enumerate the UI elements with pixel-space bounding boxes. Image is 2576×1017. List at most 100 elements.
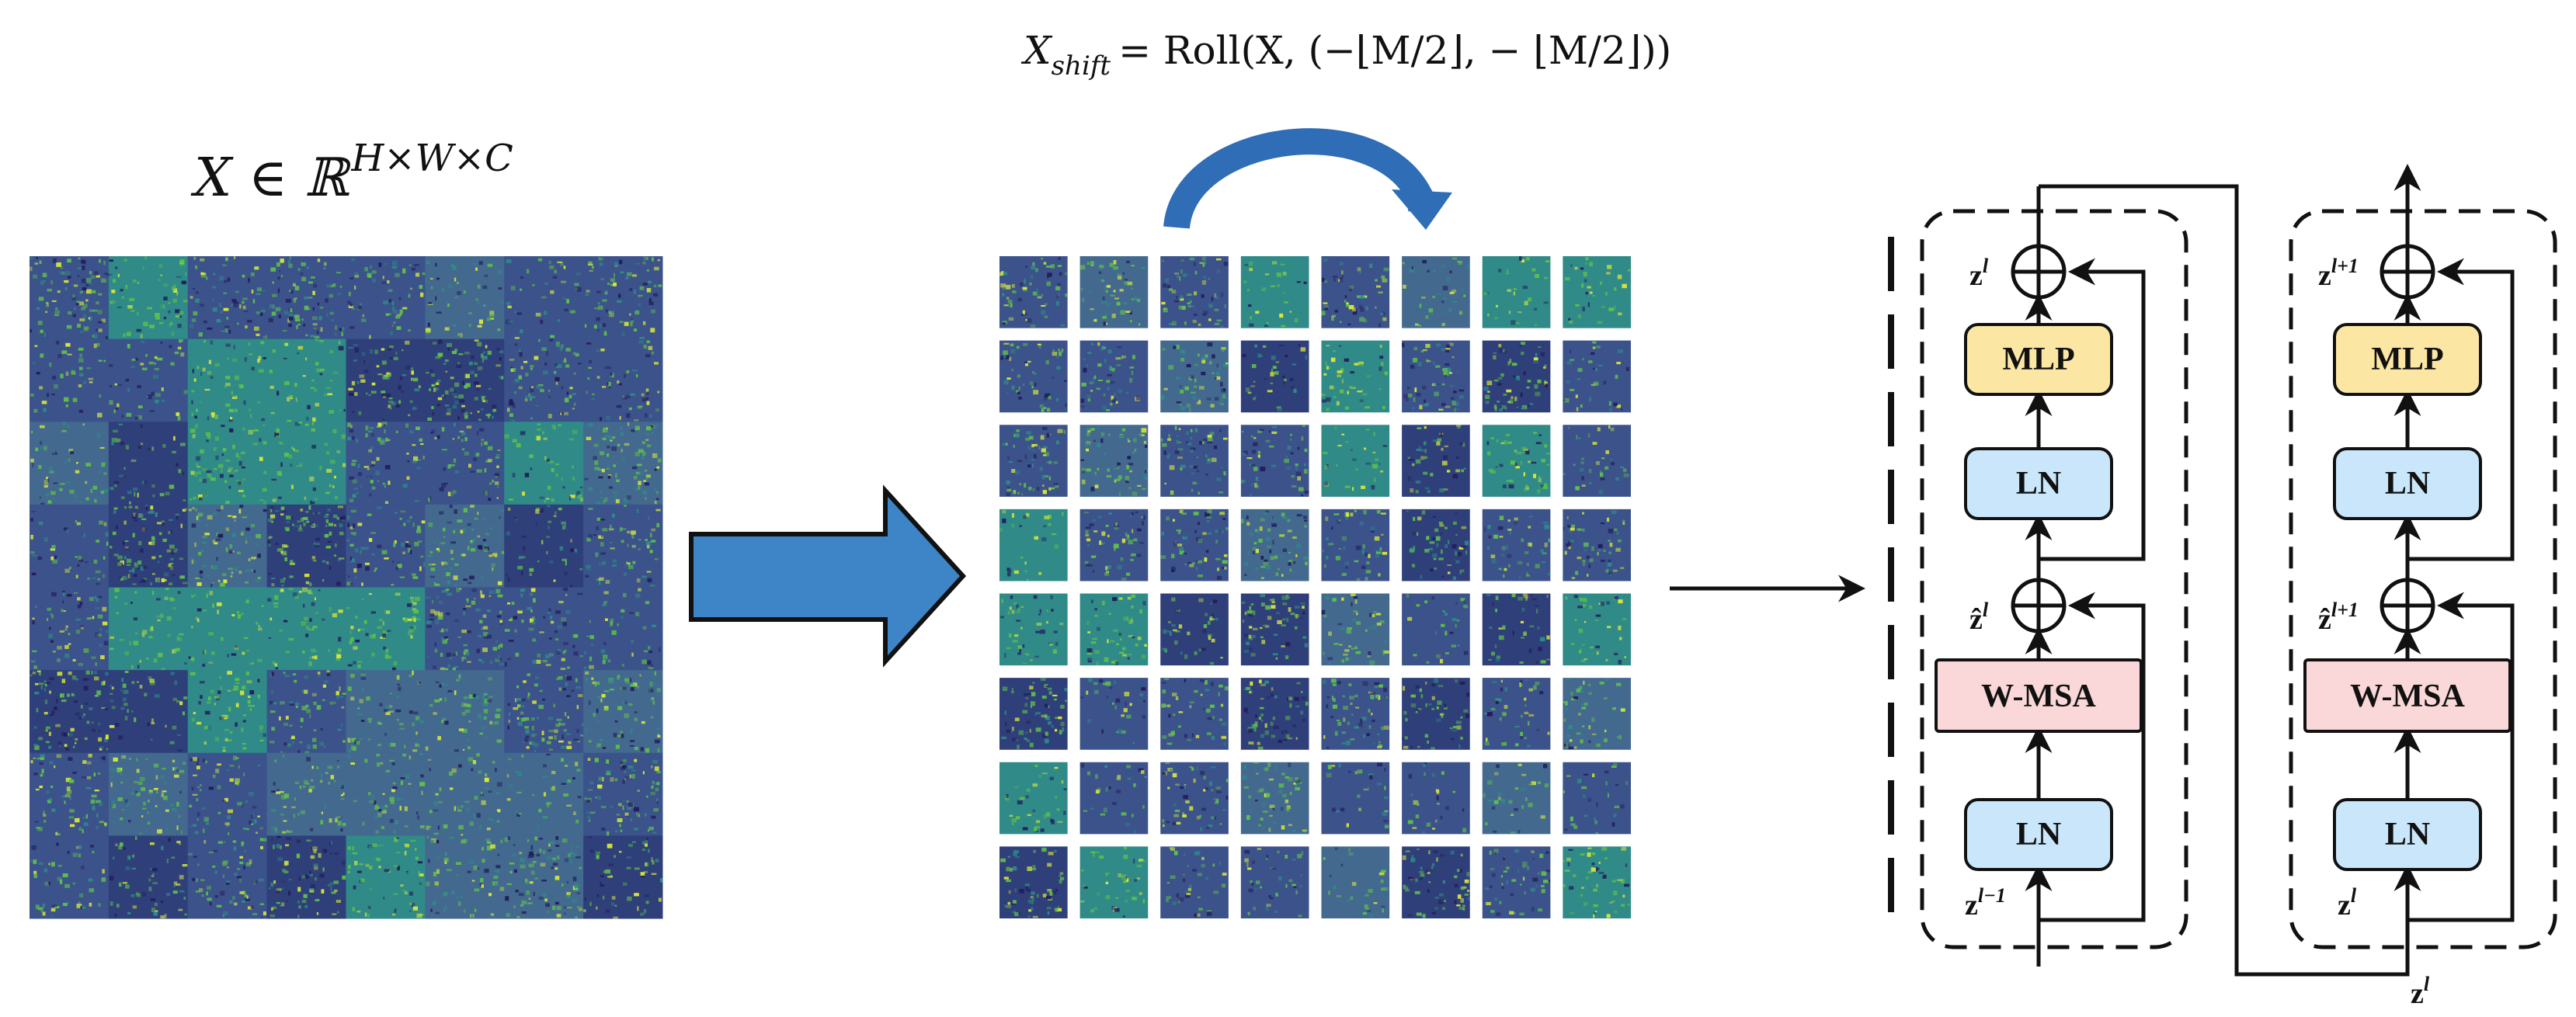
add-circle-icon bbox=[2011, 578, 2067, 633]
feature-patch bbox=[1321, 678, 1390, 750]
feature-patch bbox=[504, 587, 584, 671]
feature-patch bbox=[583, 835, 663, 919]
ln-top-label: LN bbox=[2385, 466, 2430, 502]
feature-patch bbox=[187, 338, 268, 422]
feature-patch bbox=[425, 256, 505, 340]
roll-arrow-icon bbox=[1163, 128, 1452, 230]
mlp-label: MLP bbox=[2371, 342, 2443, 377]
feature-patch bbox=[346, 752, 426, 836]
feature-patch bbox=[583, 587, 663, 671]
feature-patch bbox=[1160, 425, 1229, 497]
ln-bottom-box bbox=[2333, 798, 2482, 871]
formula-lhs: X bbox=[1020, 28, 1053, 73]
feature-label-var: X ∈ ℝ bbox=[190, 148, 352, 209]
feature-label: X ∈ ℝH×W×C bbox=[190, 137, 513, 209]
input-feature-map bbox=[30, 256, 663, 919]
shifted-window-feature-map bbox=[999, 256, 1631, 918]
big-right-arrow bbox=[689, 484, 967, 668]
add-circle-icon bbox=[2380, 578, 2435, 633]
feature-patch bbox=[1482, 762, 1551, 835]
feature-patch bbox=[1240, 340, 1309, 413]
feature-patch bbox=[504, 422, 584, 505]
feature-patch bbox=[1402, 762, 1470, 835]
feature-patch bbox=[108, 835, 189, 919]
feature-patch bbox=[108, 504, 189, 588]
feature-patch bbox=[999, 762, 1068, 835]
ln-top-label: LN bbox=[2016, 466, 2061, 502]
feature-patch bbox=[1079, 678, 1149, 750]
feature-patch bbox=[999, 340, 1068, 413]
ln-bottom-box bbox=[1964, 798, 2113, 871]
add-circle-icon bbox=[2011, 244, 2067, 300]
feature-patch bbox=[1402, 340, 1470, 413]
feature-patch bbox=[1321, 593, 1390, 666]
feature-patch bbox=[999, 593, 1068, 666]
w-msa-label: W-MSA bbox=[1981, 679, 2096, 714]
feature-patch bbox=[30, 422, 110, 505]
mlp-label: MLP bbox=[2002, 342, 2074, 377]
feature-patch bbox=[1482, 508, 1551, 581]
feature-patch bbox=[1160, 846, 1229, 918]
feature-patch bbox=[1079, 425, 1149, 497]
feature-patch bbox=[266, 752, 346, 836]
feature-patch bbox=[504, 504, 584, 588]
z-out-label: zl bbox=[1969, 255, 1989, 292]
z-out-label: zl+1 bbox=[2318, 255, 2359, 292]
feature-patch bbox=[1321, 762, 1390, 835]
feature-patch bbox=[504, 256, 584, 340]
ln-top-box bbox=[1964, 447, 2113, 520]
feature-patch bbox=[583, 338, 663, 422]
swin-block-right: LN W-MSA LN MLP zl+1 ẑl+1 zl bbox=[2289, 164, 2557, 967]
feature-patch bbox=[30, 504, 110, 588]
feature-patch bbox=[583, 504, 663, 588]
feature-patch bbox=[1563, 256, 1631, 328]
feature-patch bbox=[1160, 678, 1229, 750]
z-hat-label: ẑl bbox=[1969, 599, 1989, 636]
formula-rhs: = Roll(X, (−⌊M/2⌋, − ⌊M/2⌋)) bbox=[1118, 28, 1671, 73]
block-right-frame bbox=[2289, 209, 2557, 949]
feature-patch bbox=[108, 338, 189, 422]
connector-z-label: zl bbox=[2411, 973, 2430, 1010]
w-msa-label: W-MSA bbox=[2350, 679, 2465, 714]
feature-patch bbox=[1160, 762, 1229, 835]
feature-patch bbox=[30, 670, 110, 754]
feature-patch bbox=[1402, 593, 1470, 666]
z-in-label: zl−1 bbox=[1965, 884, 2006, 922]
feature-patch bbox=[108, 422, 189, 505]
swin-block-left: LN W-MSA LN MLP zl ẑl zl−1 bbox=[1920, 186, 2188, 967]
mlp-box bbox=[2333, 323, 2482, 396]
feature-patch bbox=[30, 752, 110, 836]
feature-patch bbox=[187, 835, 268, 919]
feature-patch bbox=[108, 587, 189, 671]
z-hat-label: ẑl+1 bbox=[2318, 599, 2359, 636]
feature-patch bbox=[187, 504, 268, 588]
feature-patch bbox=[1563, 425, 1631, 497]
w-msa-box bbox=[2303, 658, 2512, 733]
shift-formula: Xshift= Roll(X, (−⌊M/2⌋, − ⌊M/2⌋)) bbox=[1020, 28, 1671, 82]
feature-patch bbox=[187, 256, 268, 340]
feature-patch bbox=[346, 835, 426, 919]
feature-patch bbox=[1482, 425, 1551, 497]
ln-bottom-label: LN bbox=[2385, 817, 2430, 852]
feature-patch bbox=[30, 835, 110, 919]
ln-bottom-label: LN bbox=[2016, 817, 2061, 852]
formula-subscript: shift bbox=[1052, 50, 1111, 82]
add-circle-icon bbox=[2380, 244, 2435, 300]
feature-patch bbox=[504, 835, 584, 919]
feature-patch bbox=[1482, 256, 1551, 328]
feature-patch bbox=[30, 338, 110, 422]
feature-patch bbox=[1079, 762, 1149, 835]
feature-patch bbox=[999, 508, 1068, 581]
feature-patch bbox=[1240, 678, 1309, 750]
feature-patch bbox=[187, 587, 268, 671]
w-msa-box bbox=[1935, 658, 2143, 733]
block-left-frame bbox=[1920, 209, 2188, 949]
feature-patch bbox=[425, 504, 505, 588]
mlp-box bbox=[1964, 323, 2113, 396]
feature-patch bbox=[1321, 340, 1390, 413]
feature-patch bbox=[1482, 678, 1551, 750]
feature-patch bbox=[1402, 678, 1470, 750]
feature-patch bbox=[187, 422, 268, 505]
